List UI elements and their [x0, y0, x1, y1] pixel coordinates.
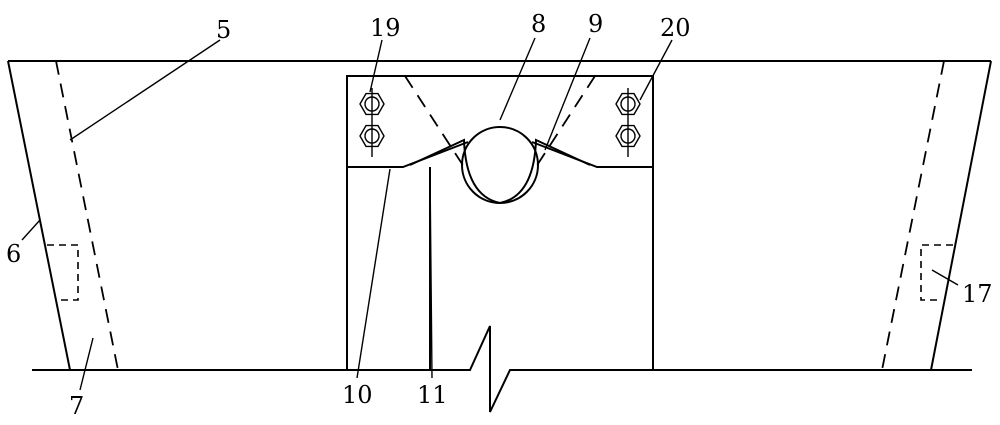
- left-bolt-group: [360, 88, 384, 157]
- label-6: 6: [6, 240, 21, 268]
- central-frame: [347, 76, 653, 370]
- left-dashed-line: [56, 61, 118, 370]
- rope: [410, 140, 590, 203]
- leader-20: [640, 40, 672, 100]
- label-5: 5: [216, 16, 231, 44]
- right-bolt-group: [616, 88, 640, 157]
- left-hidden-block: [47, 245, 78, 300]
- leader-5: [70, 40, 220, 140]
- right-dashed-line: [882, 61, 944, 370]
- leader-6: [22, 220, 40, 240]
- label-17: 17: [962, 280, 993, 308]
- leader-7: [80, 338, 93, 390]
- label-11: 11: [417, 381, 448, 409]
- label-7: 7: [69, 392, 84, 420]
- leader-17: [932, 270, 958, 285]
- right-dashed-diagonal: [534, 76, 595, 170]
- label-8: 8: [531, 10, 546, 38]
- left-side-wall: [8, 61, 70, 370]
- leader-10: [357, 169, 390, 378]
- leader-9: [545, 38, 590, 150]
- leader-8: [500, 38, 535, 120]
- right-side-wall: [931, 61, 991, 370]
- baseline-with-break: [32, 326, 972, 412]
- roller: [462, 127, 538, 203]
- leader-19: [370, 40, 382, 92]
- label-19: 19: [370, 14, 401, 42]
- label-9: 9: [588, 10, 603, 38]
- left-dashed-diagonal: [405, 76, 466, 170]
- label-20: 20: [660, 14, 691, 42]
- label-10: 10: [342, 381, 373, 409]
